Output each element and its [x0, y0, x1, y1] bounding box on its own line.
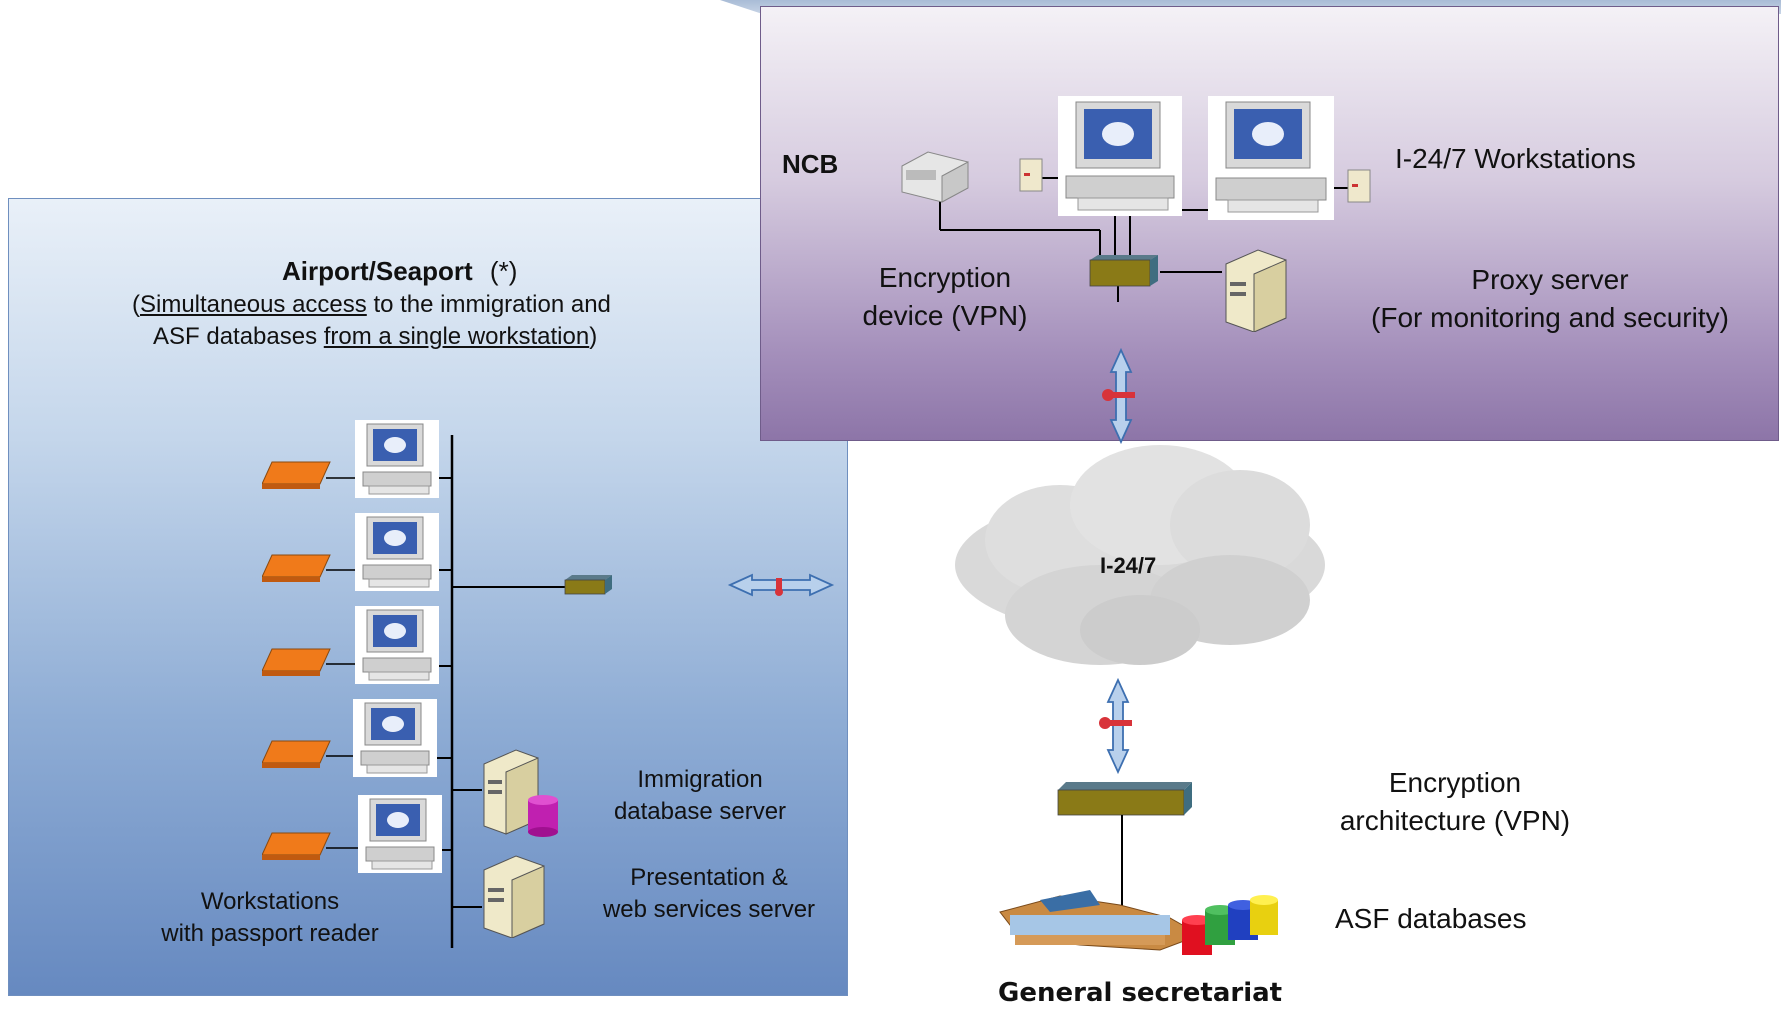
gs-link-arrow	[1099, 677, 1132, 775]
ncb-encryption-device	[1089, 255, 1158, 287]
presentation-web-server-icon	[483, 855, 545, 938]
proxy-server-label: Proxy server(For monitoring and security…	[1371, 264, 1729, 333]
ups-icon	[1347, 169, 1371, 203]
airport-title-text: Airport/Seaport	[282, 256, 473, 286]
i247-workstation-pc-icon	[1058, 96, 1182, 216]
presentation-server-label: Presentation &web services server	[602, 864, 816, 923]
passport-reader-icon	[262, 461, 331, 489]
airport-encryption-device	[564, 575, 612, 595]
airport-title: Airport/Seaport (*)	[282, 256, 517, 287]
ncb-title: NCB	[782, 149, 839, 179]
gs-encryption-device	[1057, 782, 1192, 816]
i247-workstation-pc-icon	[1208, 96, 1334, 220]
passport-reader-icon	[262, 554, 331, 582]
ncb-link-arrow	[1102, 347, 1135, 445]
airport-subtitle-line1: (Simultaneous access to the immigration …	[132, 291, 611, 318]
asf-databases-label: ASF databases	[1335, 903, 1527, 934]
cloud-label: I-24/7	[1100, 553, 1157, 578]
airport-subtitle-line2: ASF databases from a single workstation)	[153, 323, 598, 350]
asf-databases-icon	[1182, 895, 1278, 955]
general-secretariat-title: General secretariat	[998, 978, 1283, 1008]
airport-link-arrow	[727, 573, 835, 597]
ncb-panel	[760, 6, 1779, 441]
simultaneous-access-link: Simultaneous access	[140, 291, 367, 318]
i247-cloud	[955, 445, 1325, 665]
passport-reader-icon	[262, 832, 331, 860]
workstation-pc-icon	[355, 513, 439, 591]
passport-reader-icon	[262, 648, 331, 676]
proxy-server-icon	[1225, 249, 1287, 332]
general-secretariat-building	[999, 890, 1202, 951]
single-workstation-link: from a single workstation	[323, 323, 590, 350]
immigration-database-server-icon	[483, 749, 558, 837]
ups-icon	[1019, 158, 1043, 192]
airport-title-note: (*)	[489, 256, 518, 286]
workstation-pc-icon	[355, 420, 439, 498]
printer-icon	[901, 151, 969, 203]
workstation-pc-icon	[358, 795, 442, 873]
i247-workstations-label: I-24/7 Workstations	[1395, 143, 1636, 174]
workstation-pc-icon	[353, 699, 437, 777]
workstation-pc-icon	[355, 606, 439, 684]
passport-reader-icon	[262, 740, 331, 768]
